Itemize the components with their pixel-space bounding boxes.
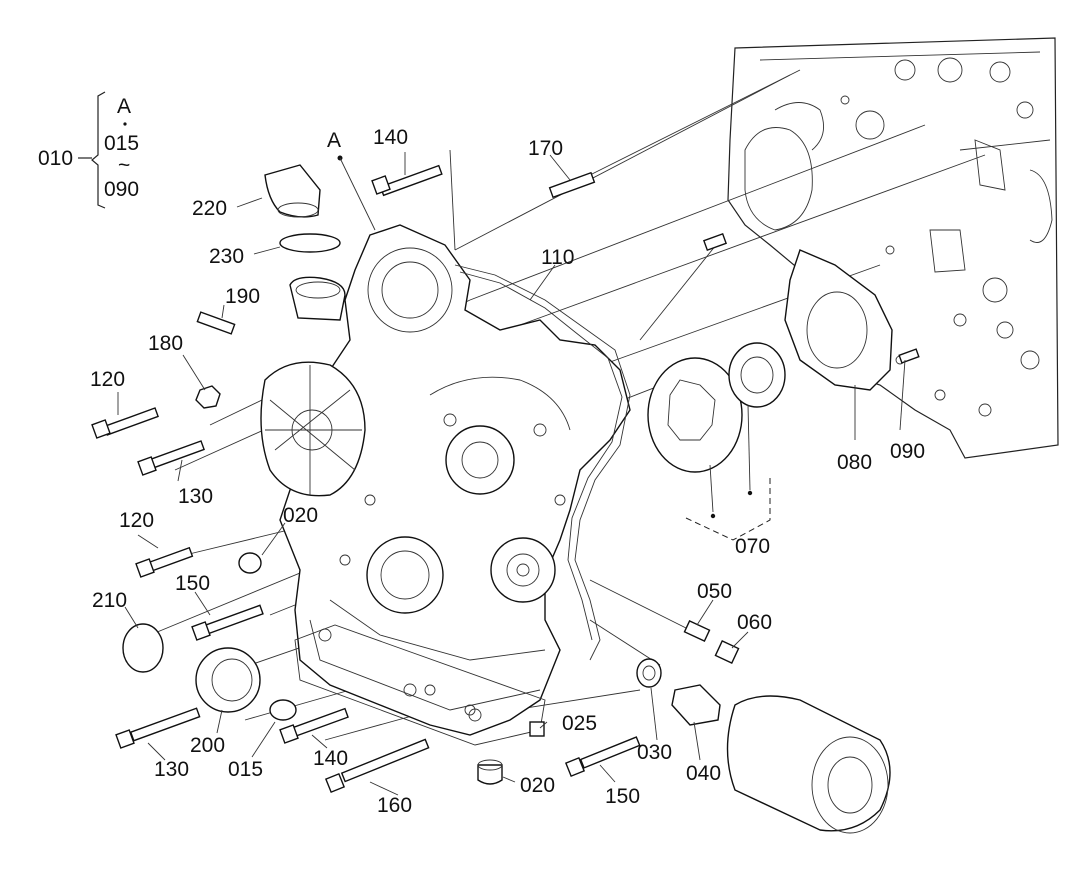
bolt-140-top <box>371 164 443 197</box>
plug-015 <box>269 699 297 721</box>
callout-050: 050 <box>697 580 732 603</box>
dowel-pin <box>702 232 728 252</box>
plug-020-upper <box>238 552 262 574</box>
callout-020-lower: 020 <box>520 774 555 797</box>
callout-015: 015 <box>228 758 263 781</box>
callout-230: 230 <box>209 245 244 268</box>
group-to: 090 <box>104 178 139 201</box>
callout-170: 170 <box>528 137 563 160</box>
callout-030: 030 <box>637 741 672 764</box>
bolt-120-lower <box>135 546 194 578</box>
callout-040: 040 <box>686 762 721 785</box>
callout-150-left: 150 <box>175 572 210 595</box>
callout-210: 210 <box>92 589 127 612</box>
stud-190 <box>196 311 236 335</box>
callout-060: 060 <box>737 611 772 634</box>
side-grille-cover <box>260 361 366 497</box>
callout-110: 110 <box>541 246 574 269</box>
callout-140-top: 140 <box>373 126 408 149</box>
gear-case-housing <box>279 224 631 736</box>
group-from: 015 <box>104 132 139 155</box>
callout-070: 070 <box>735 535 770 558</box>
callout-020-upper: 020 <box>283 504 318 527</box>
group-label: 010 A 015 ~ 090 <box>38 95 139 201</box>
bolt-120-upper <box>91 407 159 439</box>
oil-switch-040 <box>671 684 721 726</box>
callout-200: 200 <box>190 734 225 757</box>
callout-080: 080 <box>837 451 872 474</box>
callout-090: 090 <box>890 440 925 463</box>
oil-seal-200 <box>195 647 261 713</box>
callout-130-lower: 130 <box>154 758 189 781</box>
callout-130-upper: 130 <box>178 485 213 508</box>
bolt-130-lower <box>115 707 201 749</box>
nut-180 <box>195 385 221 409</box>
callout-150-right: 150 <box>605 785 640 808</box>
plug-025 <box>529 721 545 737</box>
bolt-140-lower <box>279 707 349 744</box>
water-pump <box>490 537 556 603</box>
plug-210 <box>122 623 164 673</box>
bolt-160 <box>324 738 430 794</box>
oil-pump-rotor-070 <box>647 342 786 473</box>
cap-060 <box>714 640 740 664</box>
washer-030 <box>636 658 662 688</box>
group-tilde: ~ <box>118 154 130 177</box>
group-bracket <box>78 91 127 209</box>
bracket-070 <box>685 404 771 541</box>
bolt-150-right <box>564 736 641 778</box>
bolt-130-upper <box>137 440 205 476</box>
stud-170 <box>548 171 596 199</box>
group-letter: A <box>117 95 131 118</box>
bolt-090 <box>898 348 920 364</box>
group-number: 010 <box>38 147 73 170</box>
callout-120-upper: 120 <box>90 368 125 391</box>
bolt-150-left <box>191 604 264 641</box>
water-outlet-220 <box>264 164 321 218</box>
plug-020-lower <box>477 759 503 785</box>
marker-a-label: A <box>327 129 341 152</box>
oil-pump-plate-080 <box>784 249 893 391</box>
oil-filter <box>726 695 891 834</box>
callout-120-lower: 120 <box>119 509 154 532</box>
thermostat-housing <box>289 276 346 321</box>
callout-180: 180 <box>148 332 183 355</box>
callout-160: 160 <box>377 794 412 817</box>
nipple-050 <box>683 619 711 643</box>
gasket-110 <box>454 264 631 661</box>
leader-lines <box>117 149 906 796</box>
callout-025: 025 <box>562 712 597 735</box>
callout-190: 190 <box>225 285 260 308</box>
o-ring-230 <box>279 233 341 253</box>
callout-140-lower: 140 <box>313 747 348 770</box>
callout-220: 220 <box>192 197 227 220</box>
